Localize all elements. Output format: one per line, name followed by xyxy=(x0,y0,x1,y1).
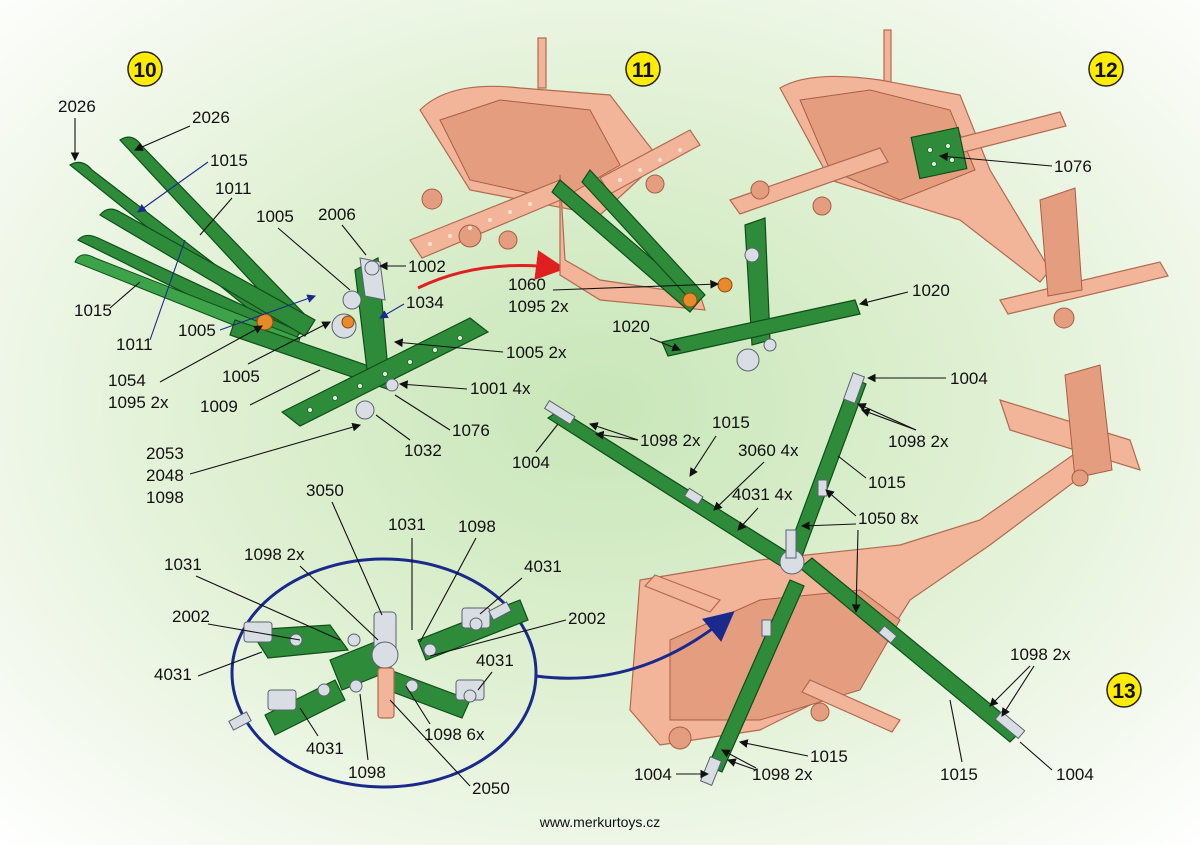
step12-helicopter xyxy=(729,29,1169,329)
label-1098-6x: 1098 6x xyxy=(424,725,485,744)
label-1020-b: 1020 xyxy=(912,281,950,300)
step-number-13: 13 xyxy=(1112,680,1135,703)
label-4031-c: 4031 xyxy=(154,665,192,684)
label-2006: 2006 xyxy=(318,205,356,224)
step-badge-13: 13 xyxy=(1106,672,1142,708)
label-1011-a: 1011 xyxy=(215,179,252,198)
step-badge-10: 10 xyxy=(127,51,163,87)
label-1004-b: 1004 xyxy=(512,453,550,472)
label-2002-a: 2002 xyxy=(172,607,210,626)
step13-labels: 1004 1098 2x 1015 1098 2x 1004 3060 4x 1… xyxy=(512,369,1094,784)
step-badge-12: 12 xyxy=(1088,51,1124,87)
label-1015-d-step13: 1015 xyxy=(940,765,978,784)
label-1004-a: 1004 xyxy=(950,369,988,388)
step-number-11: 11 xyxy=(632,59,655,82)
label-1060: 1060 xyxy=(508,275,546,294)
label-1076-step12: 1076 xyxy=(1054,157,1092,176)
label-1050-8x: 1050 8x xyxy=(858,509,919,528)
label-2050: 2050 xyxy=(472,779,510,798)
step11-labels: 1060 1095 2x 1020 1020 xyxy=(508,275,950,352)
label-1098-a: 1098 xyxy=(458,517,496,536)
label-1004-d: 1004 xyxy=(1056,765,1094,784)
step-number-12: 12 xyxy=(1094,59,1117,82)
step11-hole-row xyxy=(428,148,682,246)
label-1054: 1054 xyxy=(108,371,146,390)
label-1098-2x-b: 1098 2x xyxy=(752,765,813,784)
step11-helicopter xyxy=(409,37,861,372)
label-1095-2x: 1095 2x xyxy=(108,393,169,412)
step10-tail-assembly xyxy=(68,136,490,427)
step-badge-11: 11 xyxy=(625,51,661,87)
label-2026-a: 2026 xyxy=(58,97,96,116)
red-transition-arrow xyxy=(417,250,566,290)
label-1001-4x: 1001 4x xyxy=(470,379,531,398)
label-1005-c: 1005 xyxy=(222,367,260,386)
label-1034: 1034 xyxy=(406,293,444,312)
label-4031-4x: 4031 4x xyxy=(732,485,793,504)
step10-labels: 2026 2026 1015 1011 1005 2006 1002 1015 … xyxy=(58,97,567,507)
label-1031-b: 1031 xyxy=(164,555,202,574)
label-1098-b: 1098 xyxy=(348,763,386,782)
step13-rotor xyxy=(543,372,1026,786)
label-1098-2x-c: 1098 2x xyxy=(888,432,949,451)
label-1005-a: 1005 xyxy=(256,207,294,226)
label-1015-c-step13: 1015 xyxy=(810,747,848,766)
label-1031-a: 1031 xyxy=(388,515,426,534)
label-2026-b: 2026 xyxy=(192,108,230,127)
label-2002-b: 2002 xyxy=(568,609,606,628)
label-2048: 2048 xyxy=(146,466,184,485)
label-1005-2x: 1005 2x xyxy=(506,343,567,362)
label-1098-2x-detail: 1098 2x xyxy=(244,545,305,564)
label-1009: 1009 xyxy=(200,397,238,416)
label-1015-b-step13: 1015 xyxy=(868,473,906,492)
detail-pointer-arrow xyxy=(535,611,735,680)
label-1015-a: 1015 xyxy=(210,151,248,170)
label-1098-step10: 1098 xyxy=(146,488,184,507)
step12-labels: 1076 xyxy=(938,152,1092,176)
label-1032: 1032 xyxy=(404,441,442,460)
label-1095-2x-step11: 1095 2x xyxy=(508,297,569,316)
step-number-10: 10 xyxy=(133,59,156,82)
label-1011-b: 1011 xyxy=(116,335,153,354)
label-2053: 2053 xyxy=(146,444,184,463)
label-1005-b: 1005 xyxy=(178,321,216,340)
label-4031-b: 4031 xyxy=(476,651,514,670)
footer-url: www.merkurtoys.cz xyxy=(539,814,661,830)
label-1098-2x-d: 1098 2x xyxy=(1010,645,1071,664)
label-4031-a: 4031 xyxy=(524,557,562,576)
label-1076: 1076 xyxy=(452,421,490,440)
label-1015-b: 1015 xyxy=(74,301,112,320)
label-3050: 3050 xyxy=(306,481,344,500)
detail-labels: 3050 1031 1098 1098 2x 1031 4031 2002 20… xyxy=(154,481,606,798)
label-3060-4x: 3060 4x xyxy=(738,441,799,460)
label-4031-d: 4031 xyxy=(306,739,344,758)
rotor-hub-detail xyxy=(228,557,735,789)
detail-ellipse xyxy=(230,557,538,789)
step13-helicopter-body xyxy=(629,364,1141,750)
label-1004-c: 1004 xyxy=(634,765,672,784)
label-1015-a-step13: 1015 xyxy=(712,413,750,432)
label-1020-a: 1020 xyxy=(612,317,650,336)
label-1002: 1002 xyxy=(408,257,446,276)
label-1098-2x-a: 1098 2x xyxy=(640,431,701,450)
